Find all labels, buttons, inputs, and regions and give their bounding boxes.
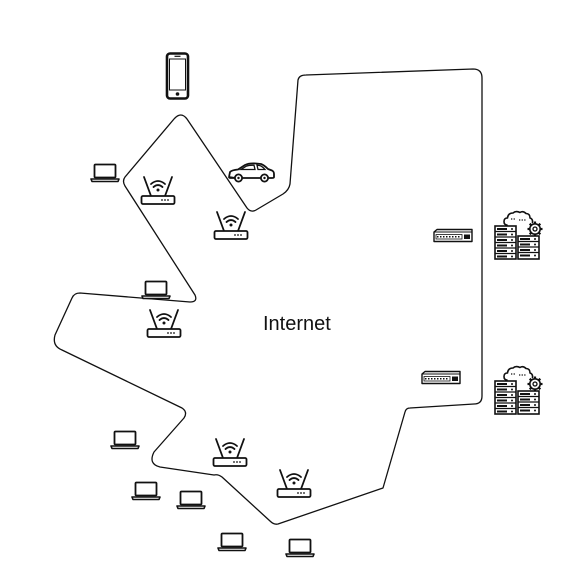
wifi-router-icon	[276, 469, 312, 498]
laptop-icon	[176, 490, 206, 510]
wifi-router-icon	[212, 438, 248, 467]
smartphone-icon	[165, 52, 190, 100]
wifi-router-icon	[140, 176, 176, 205]
laptop-icon	[217, 532, 247, 552]
internet-label: Internet	[263, 313, 331, 335]
internet-boundary	[53, 68, 483, 525]
wifi-router-icon	[146, 309, 182, 338]
server-cloud-icon	[493, 210, 544, 261]
laptop-icon	[90, 163, 120, 183]
laptop-icon	[110, 430, 140, 450]
network-switch-icon	[421, 370, 461, 385]
wifi-router-icon	[213, 211, 249, 240]
laptop-icon	[285, 538, 315, 558]
network-switch-icon	[433, 228, 473, 243]
laptop-icon	[141, 280, 171, 300]
server-cloud-icon	[493, 365, 544, 416]
laptop-icon	[131, 481, 161, 501]
car-icon	[228, 162, 275, 183]
